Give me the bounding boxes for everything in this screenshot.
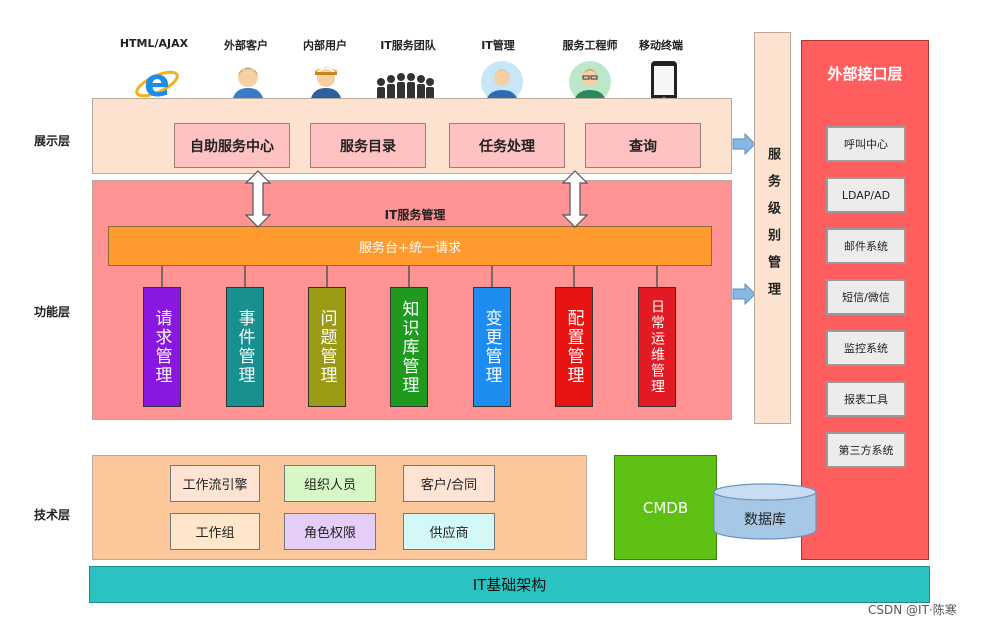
task-processing-box: 任务处理 — [449, 123, 565, 168]
ext-item-ldap-ad: LDAP/AD — [826, 177, 906, 213]
module-daily-operations-management: 日常运维管理 — [638, 287, 676, 407]
database-cylinder-icon — [713, 483, 817, 540]
tech-role-permission: 角色权限 — [284, 513, 376, 550]
tech-supplier: 供应商 — [403, 513, 495, 550]
watermark: CSDN @IT·陈寒 — [868, 603, 957, 617]
layer-label-function: 功能层 — [34, 305, 71, 319]
self-service-center-box: 自助服务中心 — [174, 123, 290, 168]
layer-label-display: 展示层 — [34, 134, 71, 148]
service-desk-bar: 服务台+统一请求 — [108, 226, 712, 266]
module-knowledge-base-management: 知识库管理 — [390, 287, 428, 407]
tech-customer-contract: 客户/合同 — [403, 465, 495, 502]
tech-org-staff: 组织人员 — [284, 465, 376, 502]
module-incident-management: 事件管理 — [226, 287, 264, 407]
database-label: 数据库 — [744, 512, 786, 528]
user-label-service-engineer: 服务工程师 — [562, 39, 618, 52]
tech-workflow-engine: 工作流引擎 — [170, 465, 260, 502]
module-connectors — [161, 266, 658, 288]
right-arrow-icon — [732, 133, 756, 155]
query-box: 查询 — [585, 123, 701, 168]
service-level-management-label: 服务级别管理 — [765, 147, 780, 309]
service-level-management-bar: 服务级别管理 — [754, 32, 791, 424]
it-manager-icon — [481, 61, 523, 103]
module-request-management: 请求管理 — [143, 287, 181, 407]
module-change-management: 变更管理 — [473, 287, 511, 407]
user-label-it-team: IT服务团队 — [380, 39, 436, 52]
external-interface-title: 外部接口层 — [827, 65, 903, 83]
double-arrow-icon — [561, 170, 589, 228]
user-label-external-customer: 外部客户 — [224, 39, 268, 52]
user-label-mobile: 移动终端 — [639, 39, 683, 52]
cmdb-box: CMDB — [614, 455, 717, 560]
module-problem-management: 问题管理 — [308, 287, 346, 407]
ext-item-call-center: 呼叫中心 — [826, 126, 906, 162]
layer-label-tech: 技术层 — [34, 508, 71, 522]
ext-item-third-party-system: 第三方系统 — [826, 432, 906, 468]
ie-browser-icon: e — [135, 61, 179, 105]
double-arrow-icon — [244, 170, 272, 228]
service-catalog-box: 服务目录 — [310, 123, 426, 168]
ext-item-sms-wechat: 短信/微信 — [826, 279, 906, 315]
ext-item-mail-system: 邮件系统 — [826, 228, 906, 264]
it-service-management-title: IT服务管理 — [384, 208, 446, 222]
module-configuration-management: 配置管理 — [555, 287, 593, 407]
ext-item-report-tool: 报表工具 — [826, 381, 906, 417]
user-label-it-manager: IT管理 — [481, 39, 515, 52]
right-arrow-icon — [732, 283, 756, 305]
tech-work-group: 工作组 — [170, 513, 260, 550]
user-label-html-ajax: HTML/AJAX — [119, 37, 189, 50]
it-infrastructure-bar: IT基础架构 — [89, 566, 930, 603]
user-label-internal-user: 内部用户 — [303, 39, 347, 52]
svg-text:e: e — [144, 61, 170, 105]
ext-item-monitoring-system: 监控系统 — [826, 330, 906, 366]
